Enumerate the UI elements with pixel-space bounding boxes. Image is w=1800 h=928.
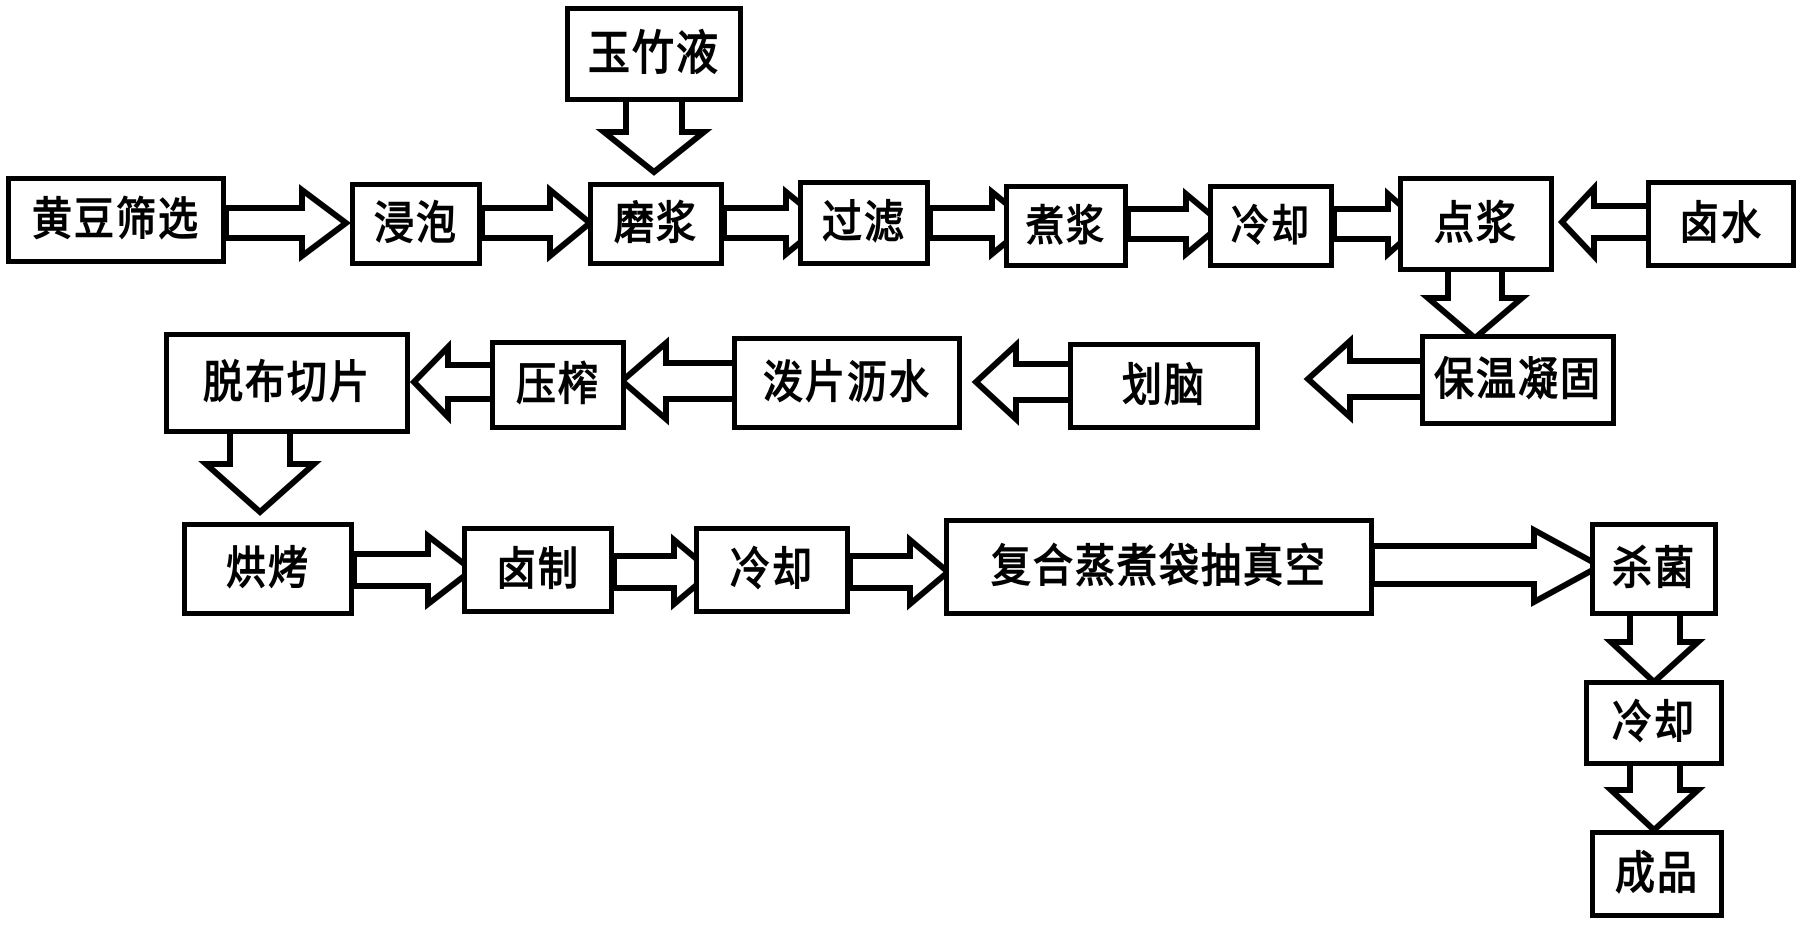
node-jinpao[interactable]: 浸泡	[350, 182, 482, 266]
arrow-popian-to-yazha	[617, 336, 744, 426]
node-label: 冷却	[730, 544, 814, 596]
node-dianjiang[interactable]: 点浆	[1398, 176, 1554, 272]
arrow-jinpao-to-mojiang	[479, 183, 595, 263]
node-chengpin[interactable]: 成品	[1590, 830, 1724, 918]
node-baowen-ninggu[interactable]: 保温凝固	[1420, 334, 1616, 426]
arrow-shajun-to-lengque3	[1603, 609, 1706, 687]
arrow-huangdou-to-jinpao	[223, 184, 351, 262]
node-shajun[interactable]: 杀菌	[1590, 522, 1718, 616]
node-label: 煮浆	[1025, 201, 1106, 251]
node-guolv[interactable]: 过滤	[798, 180, 930, 266]
node-zhujiang[interactable]: 煮浆	[1004, 184, 1128, 268]
arrow-lushui-to-dianjiang	[1557, 180, 1660, 264]
node-label: 黄豆筛选	[32, 194, 200, 246]
node-label: 保温凝固	[1434, 354, 1602, 406]
node-label: 冷却	[1612, 697, 1696, 749]
node-label: 泼片沥水	[763, 357, 931, 409]
node-mojiang[interactable]: 磨浆	[588, 182, 724, 266]
node-label: 成品	[1615, 848, 1699, 900]
node-huangdou-shaixuan[interactable]: 黄豆筛选	[6, 176, 226, 264]
node-label: 复合蒸煮袋抽真空	[991, 541, 1327, 593]
arrow-dianjiang-to-baowen	[1419, 265, 1531, 342]
node-label: 划脑	[1122, 360, 1206, 412]
arrow-tuobu-to-hongkao	[198, 427, 322, 517]
node-yuzhuye[interactable]: 玉竹液	[565, 6, 743, 102]
node-popian-lishui[interactable]: 泼片沥水	[732, 336, 962, 430]
node-label: 脱布切片	[203, 357, 371, 409]
node-lushui[interactable]: 卤水	[1646, 180, 1796, 268]
arrow-huanao-to-popian	[971, 338, 1082, 426]
node-lengque-3[interactable]: 冷却	[1584, 680, 1724, 766]
node-luzhi[interactable]: 卤制	[462, 526, 614, 614]
arrow-zhujiang-to-lengque1	[1125, 187, 1227, 261]
arrow-hongkao-to-luzhi	[351, 529, 477, 611]
arrow-chouzhenkong-to-shajun	[1369, 524, 1607, 608]
node-label: 压榨	[516, 359, 600, 411]
node-label: 烘烤	[226, 543, 310, 595]
arrow-luzhi-to-lengque2	[611, 533, 717, 611]
node-label: 磨浆	[614, 198, 698, 250]
arrow-baowen-to-huanao	[1303, 334, 1428, 424]
node-label: 过滤	[822, 197, 906, 249]
node-tuobu-qiepian[interactable]: 脱布切片	[164, 332, 410, 434]
node-hongkao[interactable]: 烘烤	[182, 522, 354, 616]
arrow-yuzhuye-to-mojiang	[595, 95, 713, 176]
node-label: 杀菌	[1612, 543, 1696, 595]
node-label: 玉竹液	[587, 26, 720, 81]
node-lengque-2[interactable]: 冷却	[694, 526, 850, 614]
node-lengque-1[interactable]: 冷却	[1208, 184, 1334, 268]
node-huanao[interactable]: 划脑	[1068, 342, 1260, 430]
node-label: 浸泡	[374, 198, 458, 250]
node-label: 卤水	[1679, 198, 1763, 250]
node-label: 冷却	[1230, 201, 1311, 251]
node-label: 点浆	[1434, 198, 1518, 250]
arrow-lengque2-to-chouzhenkong	[847, 533, 953, 611]
arrow-lengque3-to-chengpin	[1603, 759, 1706, 835]
node-yazha[interactable]: 压榨	[490, 340, 626, 430]
node-fuhe-zhengzhudai-chouzhenkong[interactable]: 复合蒸煮袋抽真空	[944, 518, 1374, 616]
node-label: 卤制	[496, 544, 580, 596]
